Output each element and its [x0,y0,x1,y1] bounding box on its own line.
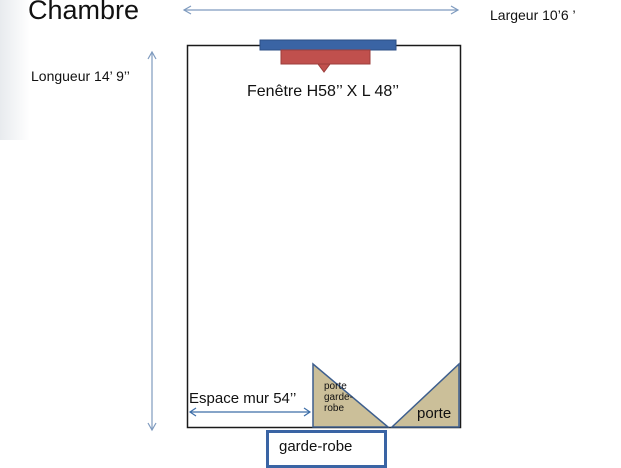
door-label: porte [417,405,452,422]
wall-space-arrow [188,407,312,417]
closet-door-swing [312,362,391,428]
window-label: Fenêtre H58’’ X L 48’’ [247,83,400,100]
closet-door-label: porte garde-robe [324,381,353,414]
door-swing [390,362,460,428]
length-label: Longueur 14’ 9’’ [31,68,130,84]
closet-box: garde-robe [266,430,387,468]
background-shade [0,0,30,140]
window-glass [280,49,371,65]
wall-space-label: Espace mur 54’’ [189,390,297,407]
page-title: Chambre [28,0,140,25]
window-pointer [317,63,331,73]
width-arrow [182,5,460,15]
window [259,39,397,73]
length-arrow [147,50,157,432]
width-label: Largeur 10’6 ’ [490,7,576,23]
closet-label: garde-robe [279,438,353,455]
room-outline [186,44,462,429]
window-frame [259,39,397,51]
